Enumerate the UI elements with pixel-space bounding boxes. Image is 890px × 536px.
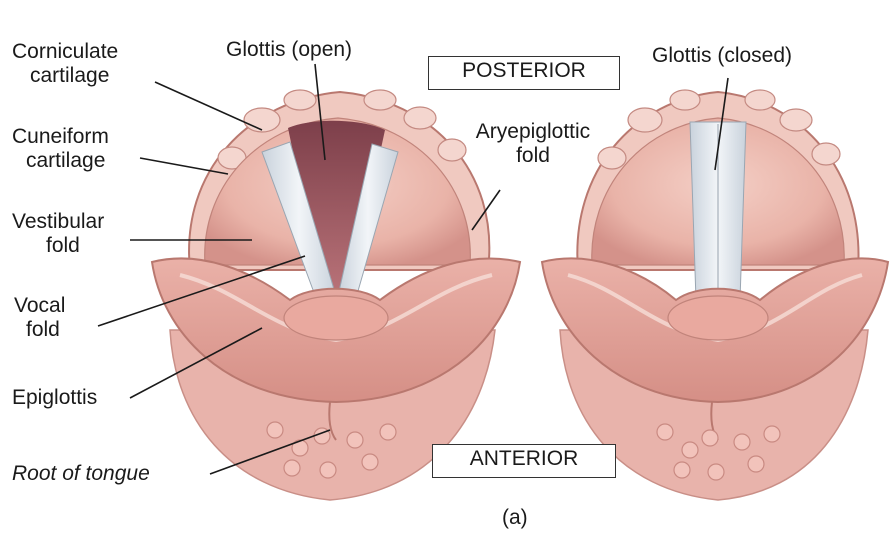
epiglottic-tubercle-right bbox=[667, 295, 769, 341]
label-glottis-closed: Glottis (closed) bbox=[652, 44, 793, 67]
label-vestibular: Vestibular fold bbox=[12, 210, 104, 258]
label-corniculate: Corniculate cartilage bbox=[12, 40, 118, 88]
tubercles-left bbox=[217, 89, 467, 170]
leader-cuneiform bbox=[139, 157, 229, 175]
label-cuneiform-line1: Cuneiform bbox=[12, 125, 109, 148]
panel-caption: (a) bbox=[502, 506, 528, 529]
anterior-direction-box: ANTERIOR bbox=[432, 444, 616, 478]
label-cuneiform: Cuneiform cartilage bbox=[12, 125, 109, 173]
label-vocal-line2: fold bbox=[26, 318, 60, 341]
papillae-left bbox=[266, 421, 397, 479]
leader-glottis-open bbox=[314, 63, 326, 161]
glottis-cavity-open bbox=[288, 120, 385, 292]
leader-aryepiglottic bbox=[471, 189, 501, 231]
label-epiglottis: Epiglottis bbox=[12, 386, 98, 409]
tubercles-right bbox=[597, 89, 841, 170]
label-vocal: Vocal fold bbox=[14, 294, 65, 342]
leader-vocal bbox=[97, 255, 306, 327]
larynx-closed-view bbox=[540, 89, 890, 501]
label-corniculate-line1: Corniculate bbox=[12, 40, 119, 63]
label-glottis-open: Glottis (open) bbox=[226, 38, 353, 61]
label-vestibular-line1: Vestibular bbox=[12, 210, 105, 233]
leader-epiglottis bbox=[129, 327, 263, 399]
label-corniculate-line2: cartilage bbox=[30, 64, 110, 87]
leader-corniculate bbox=[154, 81, 263, 131]
label-vestibular-line2: fold bbox=[46, 234, 80, 257]
epiglottic-tubercle-left bbox=[283, 295, 389, 341]
leader-glottis-closed bbox=[714, 77, 729, 171]
papillae-right bbox=[656, 423, 781, 481]
leader-lines bbox=[97, 63, 729, 475]
label-root-of-tongue: Root of tongue bbox=[12, 462, 150, 485]
leader-root-tongue bbox=[209, 429, 331, 475]
label-cuneiform-line2: cartilage bbox=[26, 149, 106, 172]
label-aryepiglottic-line2: fold bbox=[516, 144, 550, 167]
posterior-direction-box: POSTERIOR bbox=[428, 56, 620, 90]
larynx-open-view bbox=[150, 89, 522, 501]
label-vocal-line1: Vocal bbox=[14, 294, 66, 317]
label-aryepiglottic-line1: Aryepiglottic bbox=[475, 120, 591, 143]
label-aryepiglottic: Aryepiglottic fold bbox=[458, 120, 608, 168]
